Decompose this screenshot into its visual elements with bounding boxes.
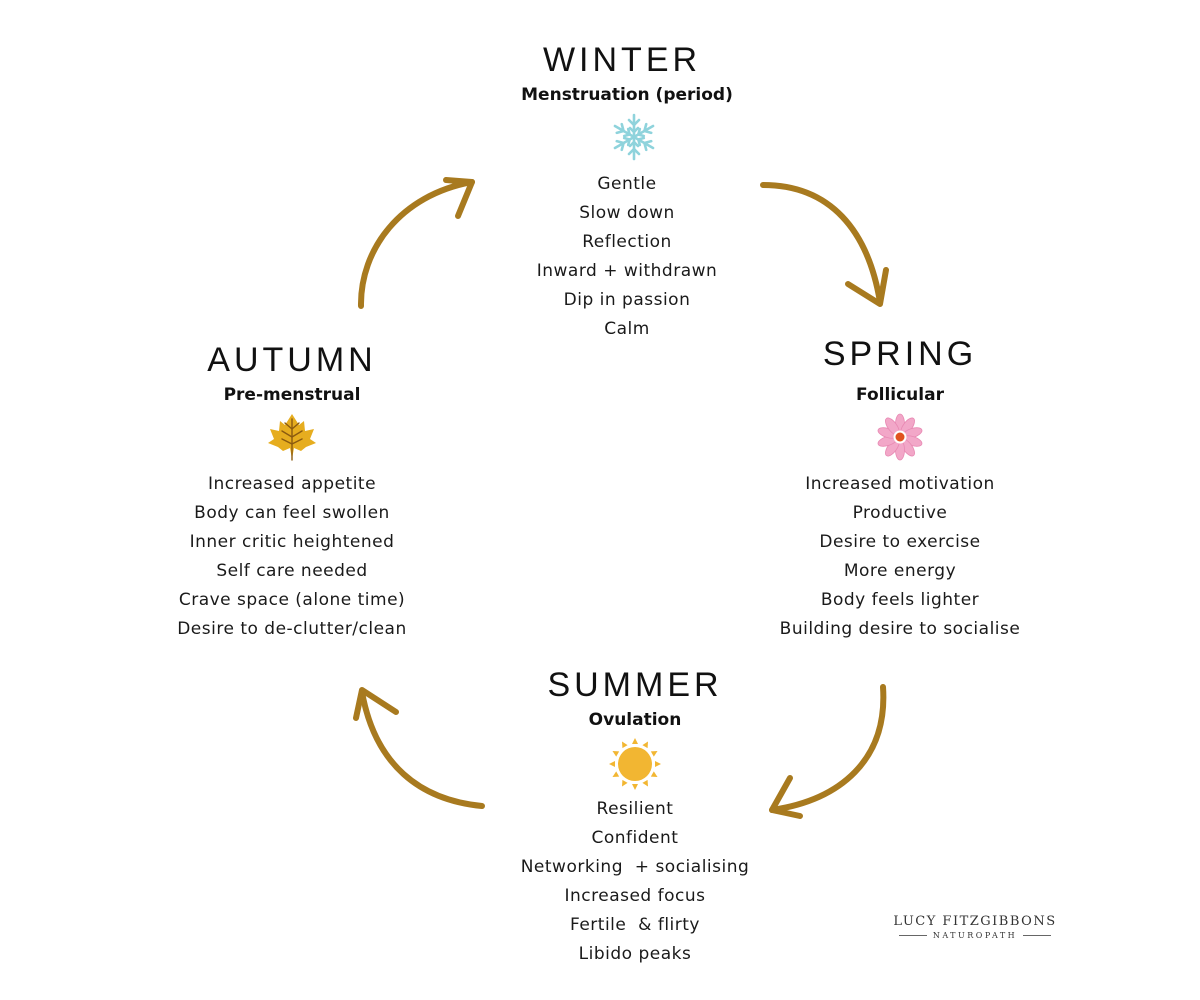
brand-subtitle: NATUROPATH (932, 931, 1018, 940)
trait-item: Fertile & flirty (570, 915, 700, 935)
trait-item: More energy (843, 561, 957, 581)
trait-item: Desire to exercise (819, 532, 981, 552)
trait-item: Desire to de-clutter/clean (177, 619, 407, 639)
brand-subtitle-row: NATUROPATH (880, 931, 1070, 940)
arrowhead-summer-to-autumn (353, 687, 399, 721)
snowflake-icon (604, 112, 664, 166)
sun-icon (605, 737, 665, 791)
arrow-summer-to-autumn (359, 689, 485, 809)
phase-summer: Ovulation (588, 710, 682, 730)
season-autumn: AUTUMN Pre-menstrual Increased appetite … (132, 340, 452, 644)
trait-item: Body can feel swollen (194, 503, 390, 523)
season-title-autumn: AUTUMN (207, 341, 377, 379)
trait-item: Dip in passion (563, 290, 691, 310)
traits-spring: Increased motivation Productive Desire t… (740, 470, 1060, 644)
season-summer: SUMMER Ovulation Resilient Confident (475, 665, 795, 969)
flower-icon (870, 412, 930, 466)
season-winter: WINTER Menstruation (period) (467, 40, 787, 344)
season-title-summer: SUMMER (547, 666, 723, 704)
brand-divider-right (1023, 935, 1052, 936)
trait-item: Body feels lighter (820, 590, 980, 610)
brand-logo: LUCY FITZGIBBONS NATUROPATH (880, 914, 1070, 940)
trait-item: Inward + withdrawn (536, 261, 718, 281)
traits-summer: Resilient Confident Networking + sociali… (475, 795, 795, 969)
trait-item: Increased motivation (805, 474, 995, 494)
arrow-spring-to-summer (769, 684, 887, 813)
trait-item: Reflection (582, 232, 672, 252)
arrowhead-autumn-to-winter (443, 177, 475, 219)
season-spring: SPRING Follicular Increased motivation P… (740, 334, 1060, 644)
trait-item: Networking + socialising (520, 857, 750, 877)
phase-spring: Follicular (856, 385, 944, 405)
trait-item: Gentle (597, 174, 657, 194)
phase-autumn: Pre-menstrual (223, 385, 361, 405)
trait-item: Increased appetite (207, 474, 377, 494)
trait-item: Libido peaks (578, 944, 692, 964)
trait-item: Inner critic heightened (189, 532, 395, 552)
season-title-winter: WINTER (542, 41, 702, 79)
trait-item: Resilient (596, 799, 674, 819)
trait-item: Building desire to socialise (779, 619, 1021, 639)
traits-winter: Gentle Slow down Reflection Inward + wit… (467, 170, 787, 344)
trait-item: Crave space (alone time) (178, 590, 406, 610)
phase-winter: Menstruation (period) (521, 85, 733, 105)
arrowhead-winter-to-spring (845, 267, 889, 307)
trait-item: Confident (591, 828, 679, 848)
brand-divider-left (898, 935, 927, 936)
trait-item: Calm (604, 319, 650, 339)
trait-item: Self care needed (216, 561, 368, 581)
season-title-spring: SPRING (822, 335, 978, 373)
arrow-winter-to-spring (760, 182, 883, 305)
brand-name: LUCY FITZGIBBONS (893, 914, 1057, 929)
arrowhead-spring-to-summer (769, 775, 803, 819)
trait-item: Increased focus (564, 886, 706, 906)
leaf-icon (262, 412, 322, 466)
traits-autumn: Increased appetite Body can feel swollen… (132, 470, 452, 644)
trait-item: Productive (852, 503, 948, 523)
arrow-autumn-to-winter (357, 179, 475, 309)
trait-item: Slow down (579, 203, 675, 223)
